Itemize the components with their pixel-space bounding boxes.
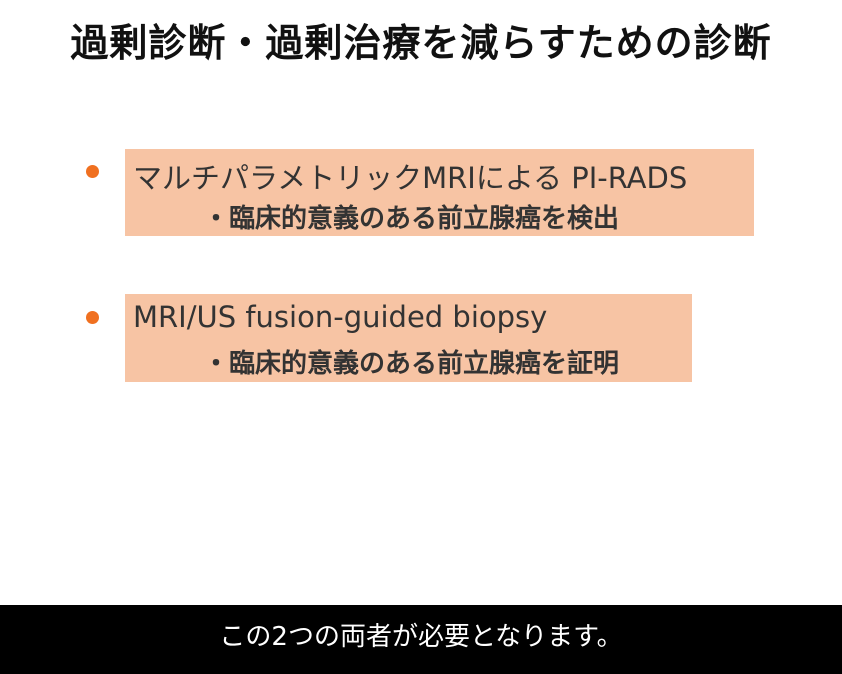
subtitle-bar: この2つの両者が必要となります。 — [0, 605, 842, 674]
highlight-box-mpmri: マルチパラメトリックMRIによる PI-RADS ・臨床的意義のある前立腺癌を検… — [125, 149, 754, 236]
item-main-text: マルチパラメトリックMRIによる PI-RADS — [133, 161, 688, 195]
subtitle-text: この2つの両者が必要となります。 — [219, 622, 623, 652]
item-main-text: MRI/US fusion-guided biopsy — [133, 300, 548, 334]
bullet-dot-icon — [86, 311, 99, 324]
slide-title: 過剰診断・過剰治療を減らすための診断 — [70, 21, 772, 65]
highlight-box-fusion-biopsy: MRI/US fusion-guided biopsy ・臨床的意義のある前立腺… — [125, 294, 692, 382]
bullet-dot-icon — [86, 165, 99, 178]
item-sub-text: ・臨床的意義のある前立腺癌を証明 — [203, 349, 620, 379]
item-sub-text: ・臨床的意義のある前立腺癌を検出 — [203, 204, 620, 234]
